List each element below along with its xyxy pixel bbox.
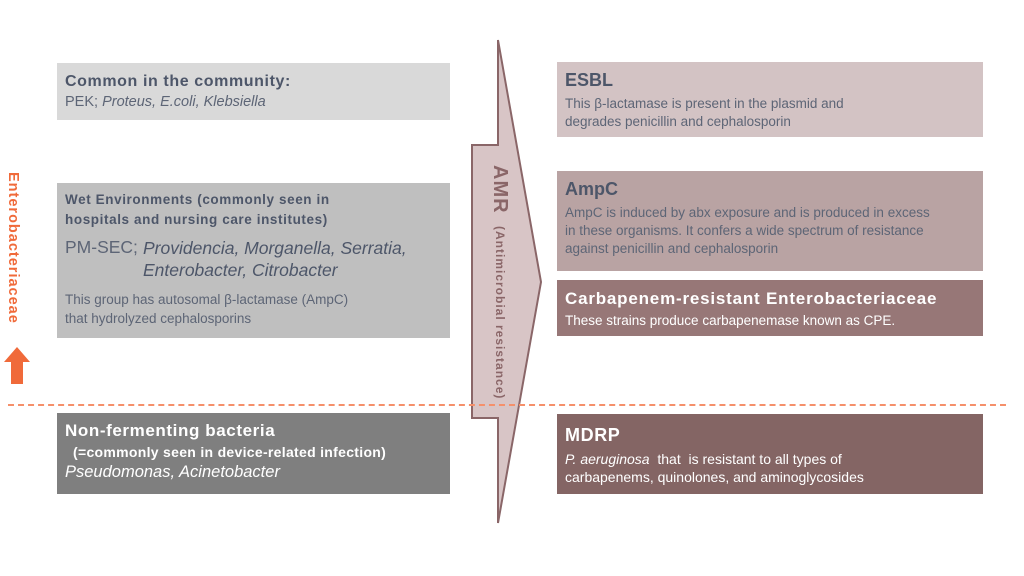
esbl-line2: degrades penicillin and cephalosporin <box>565 114 791 129</box>
wet-note-line2: that hydrolyzed cephalosporins <box>65 311 252 326</box>
enterobacteriaceae-divider <box>8 404 1006 406</box>
mdrp-box: MDRP P. aeruginosa that is resistant to … <box>557 414 983 494</box>
mdrp-line1: P. aeruginosa that is resistant to all t… <box>565 450 975 468</box>
wet-species-line1: Providencia, Morganella, Serratia, <box>143 238 407 258</box>
wet-prefix: PM-SEC; <box>65 237 138 257</box>
ampc-title: AmpC <box>565 179 618 199</box>
community-title: Common in the community: <box>65 73 291 90</box>
amr-arrow-body <box>471 39 543 524</box>
ampc-line2: in these organisms. It confers a wide sp… <box>565 223 924 238</box>
wet-species-list: Providencia, Morganella, Serratia, Enter… <box>143 237 407 281</box>
amr-title: AMR <box>489 165 511 214</box>
cre-box: Carbapenem-resistant Enterobacteriaceae … <box>557 280 983 336</box>
cre-text: These strains produce carbapenemase know… <box>565 313 896 328</box>
wet-title-line2: hospitals and nursing care institutes) <box>65 212 328 227</box>
wet-note-line1: This group has autosomal β-lactamase (Am… <box>65 292 349 307</box>
ampc-line1: AmpC is induced by abx exposure and is p… <box>565 205 930 220</box>
non-fermenting-box: Non-fermenting bacteria (=commonly seen … <box>57 413 450 494</box>
mdrp-text: P. aeruginosa that is resistant to all t… <box>565 450 975 486</box>
wet-species: PM-SEC; Providencia, Morganella, Serrati… <box>65 237 442 281</box>
mdrp-title: MDRP <box>565 425 621 445</box>
esbl-box: ESBL This β-lactamase is present in the … <box>557 62 983 137</box>
wet-title-line1: Wet Environments (commonly seen in <box>65 192 330 207</box>
ampc-text: AmpC is induced by abx exposure and is p… <box>565 204 975 258</box>
community-box: Common in the community: PEK; Proteus, E… <box>57 63 450 120</box>
enterobacteriaceae-label: Enterobacteriaceae <box>5 172 21 324</box>
wet-environments-box: Wet Environments (commonly seen in hospi… <box>57 183 450 338</box>
nonferm-title: Non-fermenting bacteria <box>65 421 276 440</box>
mdrp-line2: carbapenems, quinolones, and aminoglycos… <box>565 469 864 485</box>
esbl-text: This β-lactamase is present in the plasm… <box>565 95 975 131</box>
nonferm-species: Pseudomonas, Acinetobacter <box>65 463 280 481</box>
community-species-list: Proteus, E.coli, Klebsiella <box>102 94 266 110</box>
community-species: PEK; Proteus, E.coli, Klebsiella <box>65 94 442 110</box>
ampc-box: AmpC AmpC is induced by abx exposure and… <box>557 171 983 271</box>
cre-title: Carbapenem-resistant Enterobacteriaceae <box>565 289 938 308</box>
wet-note: This group has autosomal β-lactamase (Am… <box>65 290 442 328</box>
amr-label: AMR (Antimicrobial resistance) <box>487 165 511 399</box>
up-arrow-icon <box>4 347 30 384</box>
wet-species-line2: Enterobacter, Citrobacter <box>143 260 338 280</box>
mdrp-line1-rest: that is resistant to all types of <box>649 451 842 467</box>
community-prefix: PEK; <box>65 94 103 110</box>
nonferm-subtitle: (=commonly seen in device-related infect… <box>73 444 387 460</box>
mdrp-species: P. aeruginosa <box>565 451 650 467</box>
esbl-line1: This β-lactamase is present in the plasm… <box>565 96 844 111</box>
esbl-title: ESBL <box>565 70 614 90</box>
ampc-line3: against penicillin and cephalosporin <box>565 241 779 256</box>
amr-subtitle: (Antimicrobial resistance) <box>493 226 507 400</box>
